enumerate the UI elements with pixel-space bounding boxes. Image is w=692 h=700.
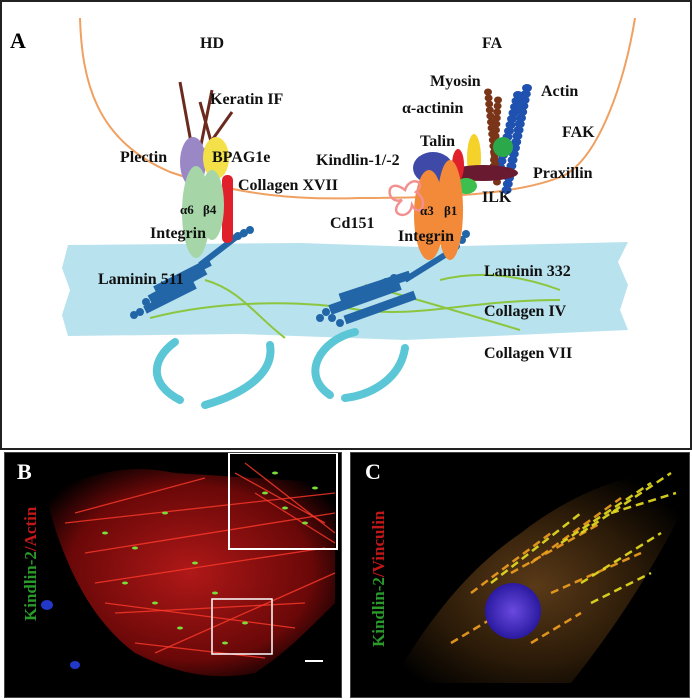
integrin-beta1: [437, 160, 463, 260]
panel-b-image: B: [17, 453, 338, 677]
fak-protein: [493, 137, 513, 157]
collagen-vii-fiber: [201, 341, 275, 409]
talin-label: Talin: [420, 133, 455, 150]
bpag1e-protein: [203, 137, 229, 179]
laminin-511-label: Laminin 511: [98, 271, 184, 288]
panel-c-micrograph: C Kindlin-2/Vinculin: [350, 452, 690, 698]
praxillin-label: Praxillin: [533, 165, 593, 182]
panel-c-red-stain: Vinculin: [369, 510, 388, 573]
integrin-alpha3: [414, 170, 444, 260]
vinculin-kindlin-streaks: [450, 471, 677, 645]
plectin-label: Plectin: [120, 149, 167, 166]
focal-adhesion: [388, 84, 532, 260]
cd151-protein: [388, 180, 425, 217]
kindlin-foci: [102, 471, 318, 645]
cell-body-actin: [45, 469, 335, 677]
beta1-label: β1: [444, 203, 457, 218]
integrin-beta4: [200, 170, 224, 240]
panel-c-green-stain: Kindlin-2: [369, 577, 388, 647]
actin-label: Actin: [541, 83, 578, 100]
alpha-actinin-label: α-actinin: [402, 100, 463, 117]
bpag1e-label: BPAG1e: [212, 149, 270, 166]
keratin-filament: [198, 101, 214, 146]
inset-frame: [228, 453, 338, 550]
panel-b-separator: /: [21, 546, 40, 552]
cell-body: [391, 468, 681, 683]
actin-fibers: [64, 462, 336, 659]
alpha6-label: α6: [180, 202, 194, 217]
hd-label: HD: [200, 35, 224, 52]
cell-membrane: [79, 17, 636, 200]
collagen-iv-fiber: [439, 273, 561, 291]
collagen-vii-fiber: [341, 344, 409, 402]
myosin-label: Myosin: [430, 73, 481, 90]
panel-c-separator: /: [369, 572, 388, 578]
collagen-vii-fiber: [152, 338, 184, 404]
panel-c-stain-label: Kindlin-2/Vinculin: [369, 511, 389, 647]
fa-label: FA: [482, 35, 503, 52]
collagen-iv-fiber: [204, 279, 286, 339]
collagen-xvii-label: Collagen XVII: [238, 177, 338, 194]
laminin-332-label: Laminin 332: [484, 263, 571, 280]
cd151-label: Cd151: [330, 215, 374, 232]
panel-c-letter: C: [365, 459, 381, 484]
collagen-xvii-protein: [222, 175, 233, 243]
nucleus: [70, 661, 80, 669]
ilk-label: ILK: [482, 189, 512, 206]
keratin-label: Keratin IF: [210, 91, 284, 108]
panel-b-green-stain: Kindlin-2: [21, 551, 40, 621]
basement-membrane: [62, 242, 628, 340]
hd-integrin-label: Integrin: [150, 225, 206, 242]
keratin-filament: [178, 81, 194, 149]
collagen-iv-label: Collagen IV: [484, 303, 567, 320]
collagen-vii-label: Collagen VII: [484, 345, 572, 362]
panel-b-micrograph: B Kindlin-2/Actin: [4, 452, 342, 698]
collagen-vii-fiber: [311, 328, 359, 399]
panel-b-letter: B: [17, 459, 32, 484]
praxillin-protein: [448, 165, 518, 181]
panel-c-image: C: [365, 459, 681, 683]
panel-b-stain-label: Kindlin-2/Actin: [21, 507, 41, 621]
panel-a-letter: A: [10, 28, 26, 53]
panel-a-diagram: A: [0, 0, 692, 450]
fa-integrin-label: Integrin: [398, 228, 454, 245]
panel-a-frame: [0, 0, 692, 450]
nucleus: [485, 583, 541, 639]
nucleus: [41, 600, 53, 610]
kindlin-label: Kindlin-1/-2: [316, 152, 400, 169]
panel-b-red-stain: Actin: [21, 506, 40, 547]
alpha3-label: α3: [420, 203, 434, 218]
zoom-region-box: [211, 598, 273, 655]
fak-label: FAK: [562, 124, 595, 141]
hemidesmosome: [178, 81, 247, 258]
beta4-label: β4: [203, 202, 217, 217]
